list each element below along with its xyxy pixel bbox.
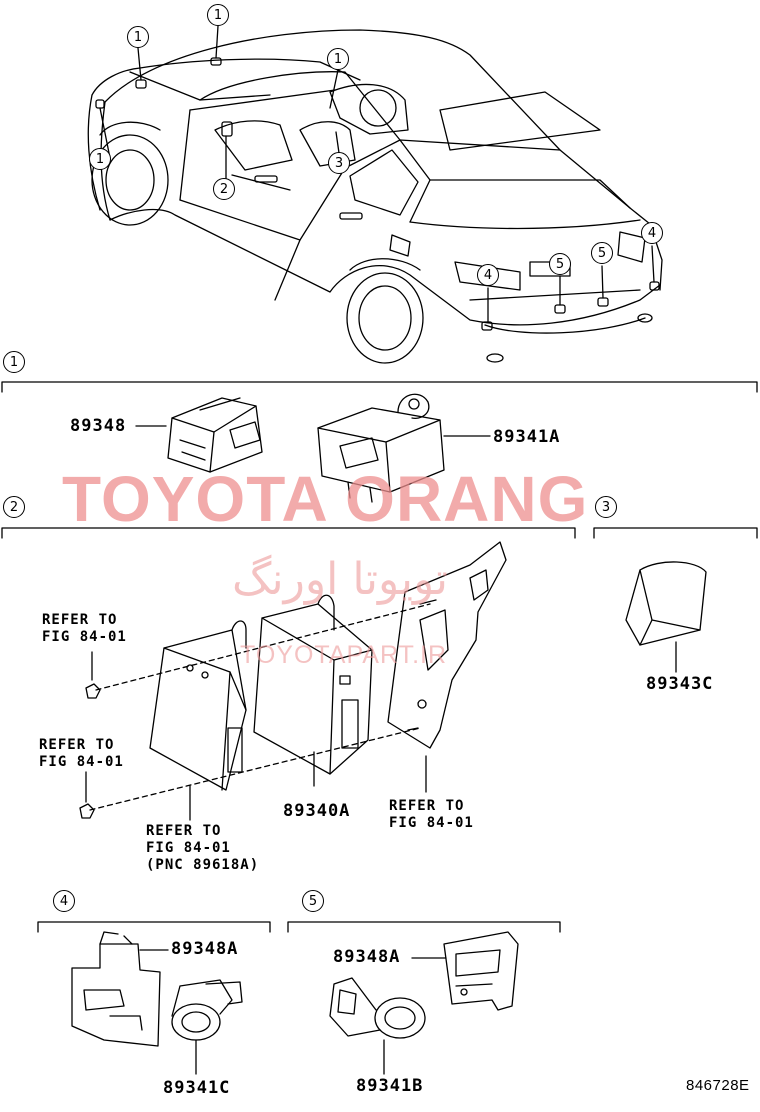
part-number-89348A-section5[interactable]: 89348A (333, 947, 401, 967)
callout-5-rear-center-right: 5 (591, 242, 613, 264)
callout-4-rear-left: 4 (477, 264, 499, 286)
part-number-89341B[interactable]: 89341B (356, 1076, 424, 1096)
part-number-89341C[interactable]: 89341C (163, 1078, 231, 1098)
section-5-callout: 5 (302, 890, 324, 912)
part-89348-shape (135, 397, 263, 473)
section-3-callout: 3 (595, 496, 617, 518)
part-89341C-sensor-shape (171, 979, 243, 1075)
part-number-89343C[interactable]: 89343C (646, 674, 714, 694)
refer-note-pnc[interactable]: REFER TO FIG 84-01 (PNC 89618A) (146, 823, 260, 873)
refer-note-bracket[interactable]: REFER TO FIG 84-01 (389, 798, 474, 831)
refer-note-upper-nut[interactable]: REFER TO FIG 84-01 (42, 612, 127, 645)
part-89341A-shape (317, 393, 491, 503)
ecu-module-front-shape (149, 620, 247, 791)
section-2-callout: 2 (3, 496, 25, 518)
part-number-89341A[interactable]: 89341A (493, 427, 561, 447)
part-89348A-holder-right-shape (411, 931, 519, 1011)
refer-note-lower-nut[interactable]: REFER TO FIG 84-01 (39, 737, 124, 770)
part-89340A-ecu-shape (253, 594, 373, 787)
nuts-and-dashed-bolt-lines (79, 603, 431, 821)
part-89348A-holder-left-shape (71, 931, 169, 1047)
callout-5-rear-center-left: 5 (549, 253, 571, 275)
vehicle-illustration (87, 25, 663, 364)
callout-4-rear-right: 4 (641, 222, 663, 244)
mounting-bracket-shape (387, 541, 507, 793)
callout-1-hood: 1 (207, 4, 229, 26)
callout-2-vehicle: 2 (213, 178, 235, 200)
diagram-id: 846728E (686, 1077, 750, 1094)
part-number-89340A[interactable]: 89340A (283, 801, 351, 821)
callout-1-dashboard: 1 (327, 48, 349, 70)
part-number-89348[interactable]: 89348 (70, 416, 127, 436)
callout-3-vehicle: 3 (328, 152, 350, 174)
callout-1-front-bumper-top: 1 (127, 26, 149, 48)
section-4-callout: 4 (53, 890, 75, 912)
part-89341B-sensor-shape (329, 977, 426, 1075)
part-number-89348A-section4[interactable]: 89348A (171, 939, 239, 959)
callout-1-front-bumper-side: 1 (89, 148, 111, 170)
section-1-callout: 1 (3, 351, 25, 373)
section-brackets (1, 381, 758, 933)
part-89343C-shape (625, 561, 707, 673)
